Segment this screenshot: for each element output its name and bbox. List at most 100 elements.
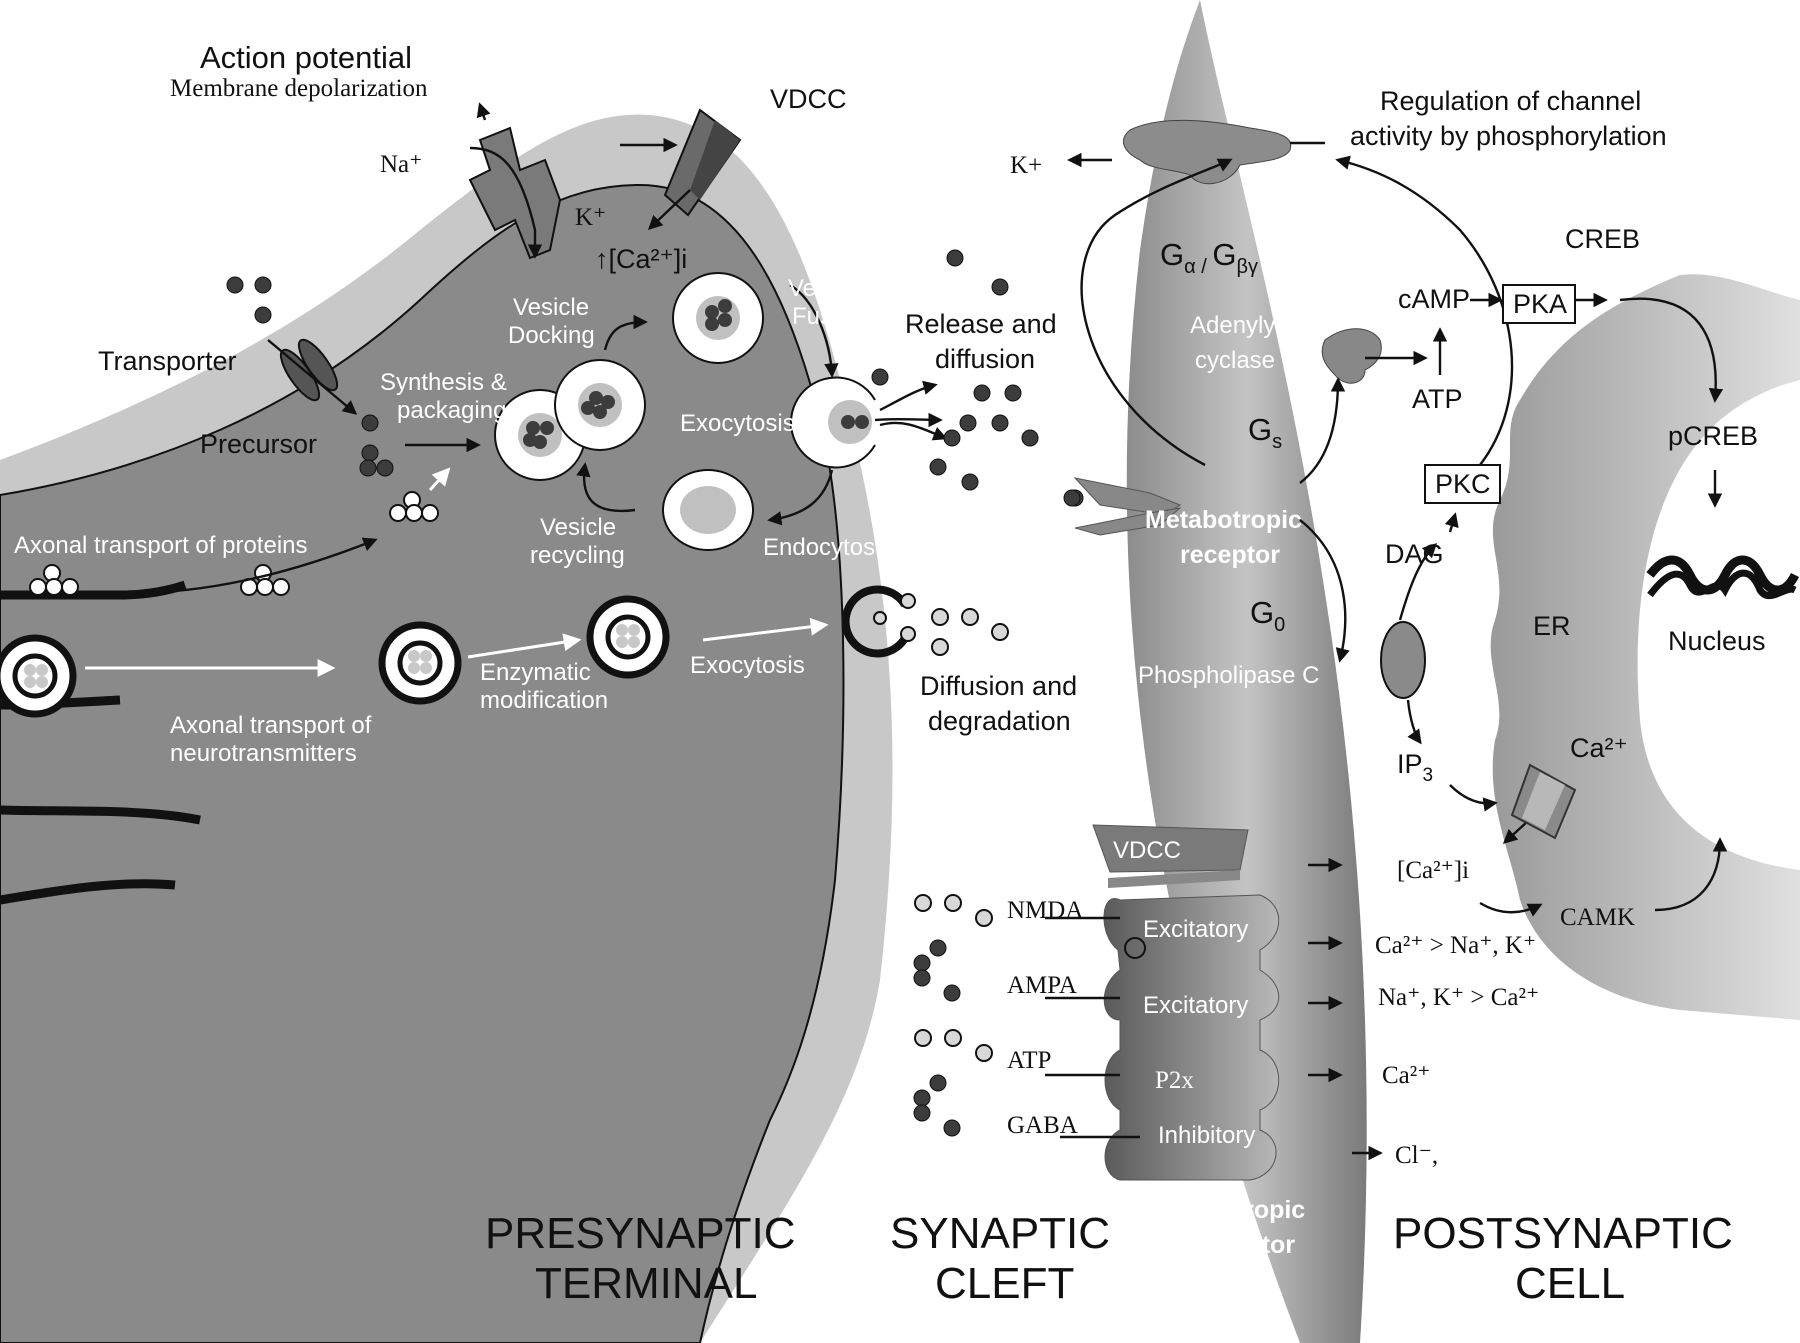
label-release-1: Release and	[905, 309, 1057, 339]
label-ca-i: ↑[Ca²⁺]i	[595, 244, 687, 274]
ionotropic-receptor-stack	[1103, 894, 1280, 1181]
label-diffusion-deg-2: degradation	[928, 706, 1071, 736]
title-cleft-1: SYNAPTIC	[890, 1209, 1110, 1258]
receptor-ligand-dots	[913, 894, 993, 1137]
nt-vesicle-exocytosis	[841, 585, 916, 658]
label-k-plus-pre: K⁺	[575, 204, 606, 231]
label-ca-er: Ca²⁺	[1570, 733, 1628, 763]
label-vesicle-fusion-2: Fusion	[792, 303, 864, 330]
g-protein-top	[1122, 119, 1292, 185]
vdcc-channel-top	[663, 108, 742, 217]
label-na-plus: Na⁺	[380, 151, 422, 178]
label-release-2: diffusion	[935, 344, 1035, 374]
label-pkc: PKC	[1435, 469, 1491, 499]
microtubule-4	[0, 879, 176, 905]
label-vesicle-docking-2: Docking	[508, 322, 595, 349]
title-presynaptic-1: PRESYNAPTIC	[485, 1209, 796, 1258]
vesicle-fusing	[790, 376, 876, 469]
endoplasmic-reticulum	[1490, 274, 1800, 1020]
label-er: ER	[1533, 611, 1571, 641]
pka-box	[1502, 284, 1576, 324]
label-endocytosis: Endocytosis	[763, 534, 892, 561]
label-pcreb: pCREB	[1668, 421, 1758, 451]
microtubule-3	[0, 805, 201, 825]
title-postsynaptic-2: CELL	[1515, 1259, 1625, 1308]
nt-vesicle-1	[0, 634, 77, 718]
vdcc-channel-post	[1092, 824, 1249, 888]
label-ionotropic-2: receptor	[1195, 1231, 1295, 1259]
label-action-potential: Action potential	[200, 40, 412, 75]
label-camp: cAMP	[1398, 284, 1470, 314]
label-metabotropic-2: receptor	[1180, 541, 1280, 569]
adenylyl-cyclase-protein	[1321, 328, 1382, 384]
label-adenylyl-2: cyclase	[1195, 347, 1275, 374]
label-enzymatic-2: modification	[480, 687, 608, 714]
vesicle-recycled	[662, 469, 754, 551]
label-vesicle-fusion-1: Vesicle	[788, 275, 864, 302]
label-k-plus-out: K+	[1010, 152, 1042, 179]
label-transporter: Transporter	[98, 346, 237, 376]
label-inhibitory: Inhibitory	[1158, 1122, 1255, 1149]
label-ampa: AMPA	[1007, 972, 1077, 999]
label-metabotropic-1: Metabotropic	[1145, 506, 1302, 534]
label-dag: DAG	[1385, 539, 1444, 569]
dna-helix-icon	[1646, 555, 1800, 600]
label-vdcc-iono: VDCC	[1113, 837, 1181, 864]
label-enzymatic-1: Enzymatic	[480, 659, 591, 686]
label-regulation-2: activity by phosphorylation	[1350, 121, 1667, 151]
label-gaba: GABA	[1007, 1112, 1078, 1139]
label-pka: PKA	[1513, 289, 1567, 319]
label-exocytosis-2: Exocytosis	[690, 652, 805, 679]
vesicle-docked	[672, 272, 764, 364]
vesicle-maturing	[554, 359, 646, 451]
precursor-dots	[226, 276, 394, 477]
label-vesicle-recycling-2: recycling	[530, 542, 625, 569]
postsynaptic-membrane	[1126, 0, 1367, 1343]
label-nucleus: Nucleus	[1668, 626, 1766, 656]
transporter-protein	[279, 338, 339, 402]
title-cleft-2: CLEFT	[935, 1259, 1074, 1308]
label-g0: G0	[1250, 595, 1285, 636]
label-p2x: P2x	[1155, 1067, 1194, 1094]
label-vesicle-recycling-1: Vesicle	[540, 514, 616, 541]
label-vdcc-top: VDCC	[770, 84, 847, 114]
protein-cluster-2	[29, 564, 79, 596]
label-gs: Gs	[1248, 412, 1282, 453]
title-postsynaptic-1: POSTSYNAPTIC	[1393, 1209, 1733, 1258]
label-ion-gaba: Cl⁻,	[1395, 1142, 1438, 1169]
label-atp-rec: ATP	[1007, 1047, 1051, 1074]
label-membrane-depolarization: Membrane depolarization	[170, 75, 428, 102]
protein-cluster-1	[389, 491, 439, 522]
label-ca-i-post: [Ca²⁺]i	[1397, 857, 1469, 884]
metabotropic-receptor	[1063, 477, 1182, 536]
label-ion-p2x: Ca²⁺	[1382, 1062, 1430, 1089]
label-nmda: NMDA	[1007, 897, 1083, 924]
label-ip3: IP3	[1397, 749, 1433, 786]
label-axonal-proteins: Axonal transport of proteins	[14, 532, 308, 559]
label-regulation-1: Regulation of channel	[1380, 86, 1641, 116]
label-ionotropic-1: Ionotropic	[1183, 1196, 1305, 1224]
label-phospholipase: Phospholipase C	[1138, 662, 1319, 689]
label-synthesis-1: Synthesis &	[380, 369, 507, 396]
label-atp-post: ATP	[1412, 384, 1463, 414]
pkc-box	[1424, 464, 1501, 504]
nt-vesicle-3	[586, 595, 670, 679]
diffusing-dots	[931, 608, 1009, 656]
label-diffusion-deg-1: Diffusion and	[920, 671, 1077, 701]
label-ion-nmda: Ca²⁺ > Na⁺, K⁺	[1375, 932, 1536, 959]
label-precursor: Precursor	[200, 429, 317, 459]
label-adenylyl-1: Adenylyl	[1190, 312, 1281, 339]
label-axonal-nt-1: Axonal transport of	[170, 712, 372, 739]
label-g-alpha: Gα / Gβγ	[1160, 237, 1258, 278]
label-exocytosis-1: Exocytosis	[680, 410, 795, 437]
label-axonal-nt-2: neurotransmitters	[170, 740, 357, 767]
label-ion-ampa: Na⁺, K⁺ > Ca²⁺	[1378, 984, 1539, 1011]
label-excitatory-1: Excitatory	[1143, 916, 1248, 943]
released-neurotransmitter-dots	[871, 249, 1084, 507]
label-vesicle-docking-1: Vesicle	[513, 294, 589, 321]
er-calcium-channel	[1510, 763, 1577, 840]
label-creb: CREB	[1565, 224, 1640, 254]
label-camk: CAMK	[1560, 904, 1635, 931]
presynaptic-terminal	[0, 114, 893, 1343]
